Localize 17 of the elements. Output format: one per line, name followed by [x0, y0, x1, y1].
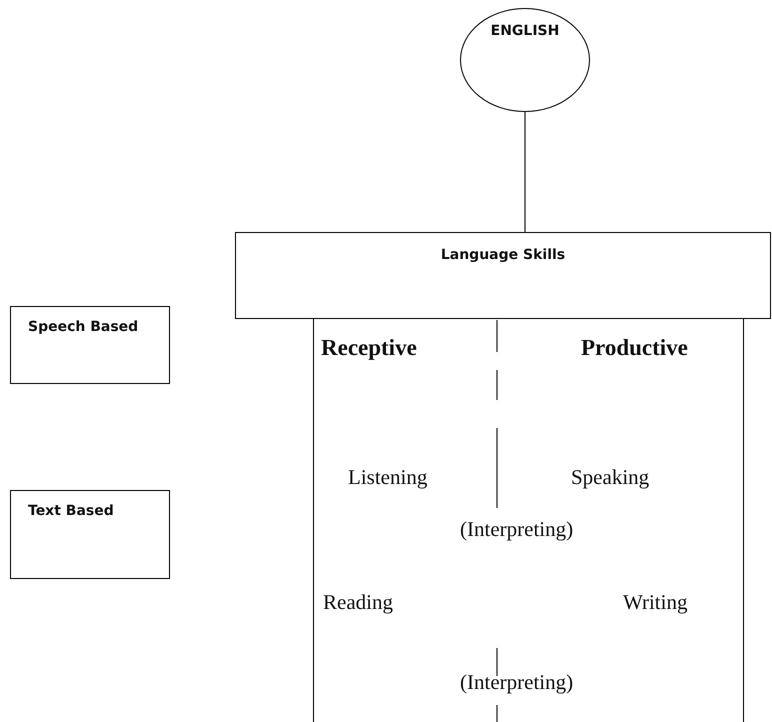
connector-line: [524, 112, 526, 232]
category-box: [10, 490, 170, 579]
node-text: ENGLISH: [490, 23, 560, 39]
skill-label: Speaking: [571, 465, 650, 490]
process-box: [235, 232, 771, 319]
node-text: Text Based: [28, 503, 114, 519]
skill-label: (Interpreting): [460, 517, 574, 542]
column-heading: Receptive: [321, 335, 417, 361]
skill-label: Writing: [623, 590, 688, 615]
node-text: Language Skills: [440, 247, 566, 263]
skill-label: Reading: [323, 590, 393, 615]
skill-label: (Interpreting): [460, 670, 574, 695]
category-box: [10, 306, 170, 384]
open-column-frame: [313, 318, 744, 722]
column-heading: Productive: [581, 335, 688, 361]
skill-label: Listening: [348, 465, 428, 490]
node-text: Speech Based: [28, 319, 138, 335]
